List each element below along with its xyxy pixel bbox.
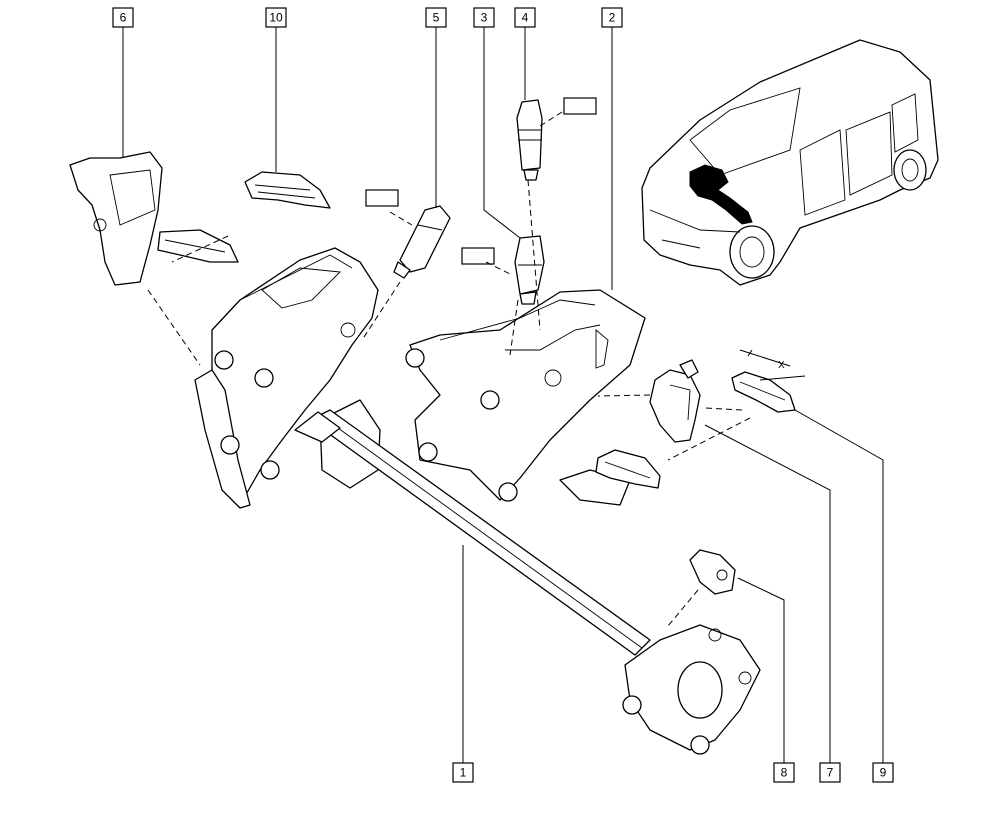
svg-text:5: 5 bbox=[433, 11, 440, 25]
svg-text:1: 1 bbox=[460, 766, 467, 780]
callout-3: 3 bbox=[473, 7, 495, 28]
svg-text:8: 8 bbox=[781, 766, 788, 780]
dimension-x-label: X bbox=[778, 360, 785, 371]
cross-shaft bbox=[294, 409, 651, 656]
blank-label-box bbox=[461, 247, 495, 265]
callout-7: 7 bbox=[819, 762, 841, 783]
svg-text:6: 6 bbox=[120, 11, 127, 25]
vehicle-locator bbox=[641, 39, 939, 286]
callout-6: 6 bbox=[112, 7, 134, 28]
callout-5: 5 bbox=[425, 7, 447, 28]
callout-9: 9 bbox=[872, 762, 894, 783]
svg-text:3: 3 bbox=[481, 11, 488, 25]
callout-4: 4 bbox=[514, 7, 536, 28]
callout-10: 10 bbox=[265, 7, 287, 28]
svg-text:7: 7 bbox=[827, 766, 834, 780]
blank-label-box bbox=[365, 189, 399, 207]
assembly-dash-lines bbox=[147, 111, 751, 627]
blank-label-box bbox=[563, 97, 597, 115]
svg-text:4: 4 bbox=[522, 11, 529, 25]
callout-2: 2 bbox=[601, 7, 623, 28]
pedal-pad-lower bbox=[595, 449, 661, 489]
svg-text:2: 2 bbox=[609, 11, 616, 25]
switch-5 bbox=[393, 205, 451, 279]
leader-lines bbox=[122, 27, 884, 763]
callout-1: 1 bbox=[452, 762, 474, 783]
callout-8: 8 bbox=[773, 762, 795, 783]
position-sensor-7 bbox=[649, 359, 701, 443]
shaft-flange-support bbox=[622, 624, 761, 755]
clip-8 bbox=[689, 549, 736, 595]
svg-text:9: 9 bbox=[880, 766, 887, 780]
switch-3 bbox=[514, 235, 545, 305]
accelerator-pedal-module bbox=[69, 151, 239, 286]
pedal-pad-10 bbox=[244, 171, 331, 209]
highlighted-pedal-area-icon bbox=[689, 164, 753, 225]
pedal-bracket-assembly bbox=[194, 247, 381, 509]
svg-text:10: 10 bbox=[269, 11, 283, 25]
switch-4 bbox=[516, 99, 543, 181]
dimension-x: X bbox=[739, 349, 806, 381]
